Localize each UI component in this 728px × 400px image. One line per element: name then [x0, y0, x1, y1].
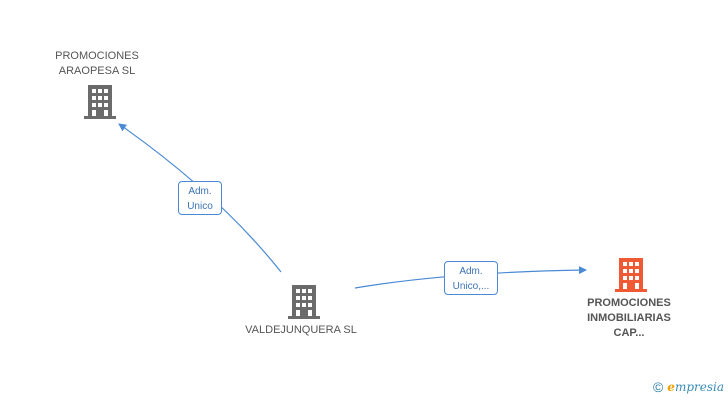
inmobiliarias-label-line1: PROMOCIONES: [587, 297, 671, 309]
copyright-symbol: ©: [652, 379, 664, 395]
node-label-inmobiliarias: PROMOCIONES INMOBILIARIAS CAP...: [574, 296, 684, 341]
inmobiliarias-label-line3: CAP...: [613, 327, 645, 339]
edge-label-adm-unico[interactable]: Adm. Unico: [178, 181, 222, 215]
inmobiliarias-label-line2: INMOBILIARIAS: [587, 312, 671, 324]
building-icon[interactable]: [288, 284, 320, 320]
edge-label-line2: Unico: [187, 201, 213, 212]
araopesa-label-line2: ARAOPESA SL: [58, 65, 136, 77]
edge-label-line2: Unico,...: [452, 281, 490, 292]
brand-initial: e: [667, 380, 675, 394]
edge-label-line1: Adm.: [188, 186, 212, 197]
empresia-watermark[interactable]: © empresia: [653, 379, 724, 395]
brand-logo: empresia: [667, 380, 724, 394]
brand-name: mpresia: [674, 380, 724, 394]
node-label-araopesa: PROMOCIONES ARAOPESA SL: [44, 49, 150, 79]
edge-label-line1: Adm.: [459, 266, 483, 277]
building-icon[interactable]: [84, 84, 116, 120]
edge-label-adm-unico-more[interactable]: Adm. Unico,...: [444, 261, 498, 295]
valdejunquera-label: VALDEJUNQUERA SL: [245, 324, 357, 336]
building-icon[interactable]: [615, 257, 647, 293]
node-label-valdejunquera: VALDEJUNQUERA SL: [236, 323, 366, 338]
araopesa-label-line1: PROMOCIONES: [55, 50, 139, 62]
